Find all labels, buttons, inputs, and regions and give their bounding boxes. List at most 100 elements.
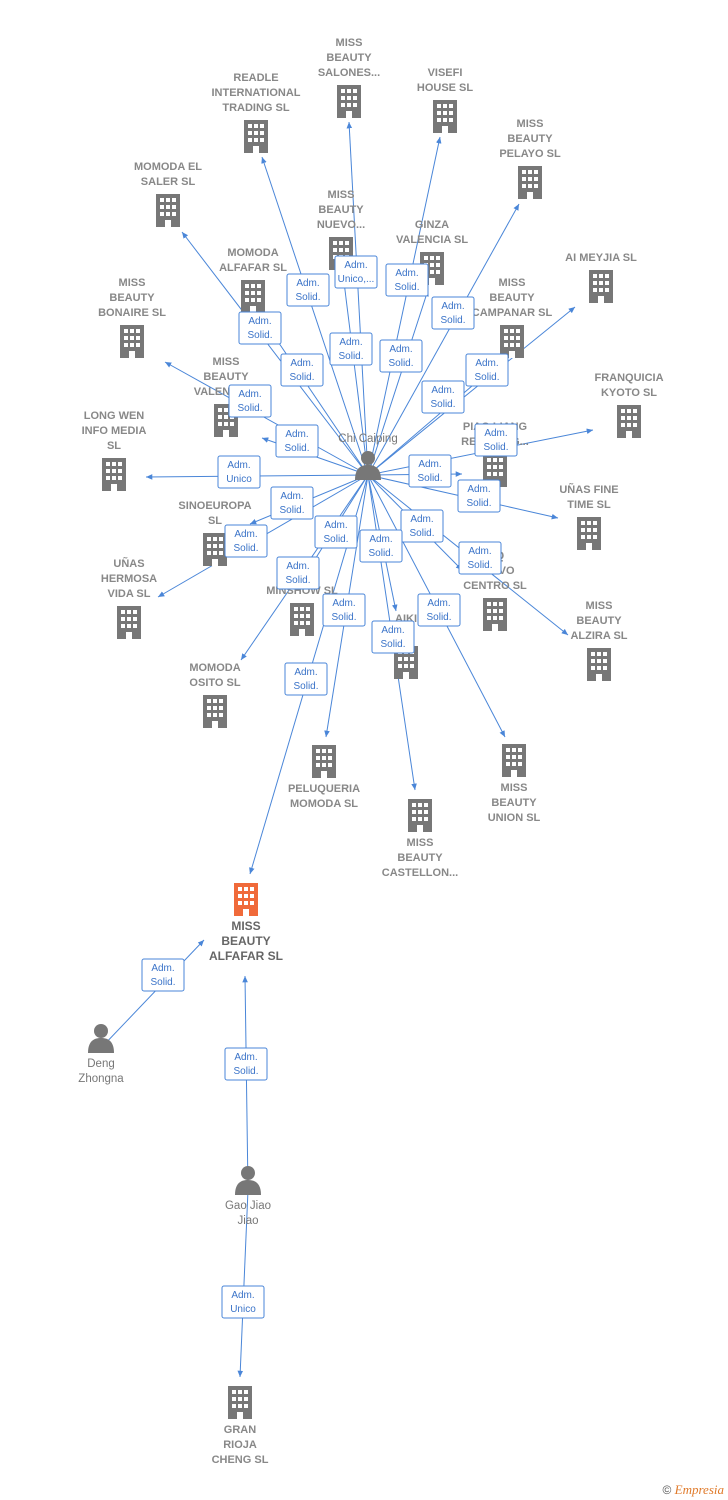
role-badge[interactable]: Adm.Solid. — [474, 423, 518, 457]
node-label: BEAUTY — [326, 52, 372, 64]
role-text: Solid. — [466, 498, 491, 509]
role-badge[interactable]: Adm.Solid. — [417, 593, 461, 627]
node-label: BEAUTY — [109, 292, 155, 304]
node-label: READLE — [233, 72, 278, 84]
role-badge[interactable]: Adm.Solid. — [408, 454, 452, 488]
role-badge[interactable]: Adm.Solid. — [141, 958, 185, 992]
role-badge[interactable]: Adm.Solid. — [371, 620, 415, 654]
building-icon — [589, 270, 613, 303]
role-badge[interactable]: Adm.Solid. — [421, 380, 465, 414]
role-badge[interactable]: Adm.Unico — [217, 455, 261, 489]
role-badge[interactable]: Adm.Solid. — [329, 332, 373, 366]
building-icon — [102, 458, 126, 491]
person-node-chi[interactable]: Chi Caiping — [338, 433, 398, 480]
role-badge[interactable]: Adm.Solid. — [270, 486, 314, 520]
role-badge[interactable]: Adm.Solid. — [465, 353, 509, 387]
role-text: Solid. — [233, 1066, 258, 1077]
node-label: BEAUTY — [491, 797, 537, 809]
role-badge[interactable]: Adm.Solid. — [322, 593, 366, 627]
node-label: SALER SL — [141, 176, 196, 188]
node-label: BEAUTY — [507, 133, 553, 145]
role-badge[interactable]: Adm.Solid. — [314, 515, 358, 549]
role-badge[interactable]: Adm.Unico — [221, 1285, 265, 1319]
role-text: Adm. — [234, 529, 257, 540]
role-badge[interactable]: Adm.Solid. — [238, 311, 282, 345]
edge-chi-to-nuevo — [340, 273, 369, 476]
role-text: Adm. — [227, 460, 250, 471]
role-badge[interactable]: Adm. Solid. — [284, 662, 328, 696]
company-node-castellon[interactable]: MISSBEAUTYCASTELLON... — [382, 799, 458, 879]
role-badge[interactable]: Adm.Solid. — [379, 339, 423, 373]
role-text: Solid. — [440, 315, 465, 326]
role-text: Solid. — [293, 681, 318, 692]
building-icon — [203, 533, 227, 566]
role-badge[interactable]: Adm.Solid. — [280, 353, 324, 387]
role-text: Adm. — [427, 598, 450, 609]
role-badge[interactable]: Adm.Solid. — [224, 1047, 268, 1081]
role-text: Solid. — [150, 977, 175, 988]
building-icon — [234, 883, 258, 916]
edge-chi-to-readle — [261, 156, 369, 476]
node-label: Chi Caiping — [338, 433, 397, 445]
role-text: Solid. — [284, 443, 309, 454]
role-text: Adm. — [294, 667, 317, 678]
building-icon — [156, 194, 180, 227]
edge-chi-to-ginza — [367, 289, 429, 476]
role-text: Adm. — [285, 429, 308, 440]
role-badge[interactable]: Adm.Solid. — [400, 509, 444, 543]
role-badge[interactable]: Adm.Solid. — [359, 529, 403, 563]
role-badge[interactable]: Adm.Unico,... — [334, 255, 378, 289]
edge-gao-to-main — [242, 975, 249, 1191]
node-label: MISS — [328, 189, 355, 201]
node-label: BONAIRE SL — [98, 307, 166, 319]
node-label: UÑAS — [113, 557, 144, 570]
role-text: Solid. — [247, 330, 272, 341]
role-badge[interactable]: Adm.Solid. — [276, 556, 320, 590]
building-icon — [228, 1386, 252, 1419]
role-badge[interactable]: Adm. Solid. — [275, 424, 319, 458]
role-badge[interactable]: Adm.Solid. — [458, 541, 502, 575]
building-icon — [433, 100, 457, 133]
company-node-salones[interactable]: MISSBEAUTYSALONES... — [318, 37, 380, 118]
role-badge[interactable]: Adm. Solid. — [224, 524, 268, 558]
role-text: Solid. — [233, 543, 258, 554]
company-node-aimeyjia[interactable]: AI MEYJIA SL — [565, 252, 637, 303]
node-label: SINOEUROPA — [178, 500, 251, 512]
role-text: Solid. — [279, 505, 304, 516]
node-label: CAMPANAR SL — [472, 307, 553, 319]
role-badge[interactable]: Adm.Solid. — [228, 384, 272, 418]
role-badge[interactable]: Adm.Solid. — [431, 296, 475, 330]
role-badge[interactable]: Adm.Solid. — [286, 273, 330, 307]
role-text: Adm. — [467, 484, 490, 495]
role-text: Adm. — [231, 1290, 254, 1301]
role-text: Solid. — [295, 292, 320, 303]
building-icon — [312, 745, 336, 778]
node-label: FRANQUICIA — [594, 372, 663, 384]
role-badge[interactable]: Adm.Solid. — [385, 263, 429, 297]
role-badge[interactable]: Adm. Solid. — [457, 479, 501, 513]
company-node-nuevo[interactable]: MISSBEAUTYNUEVO... — [317, 189, 365, 270]
building-icon — [290, 603, 314, 636]
